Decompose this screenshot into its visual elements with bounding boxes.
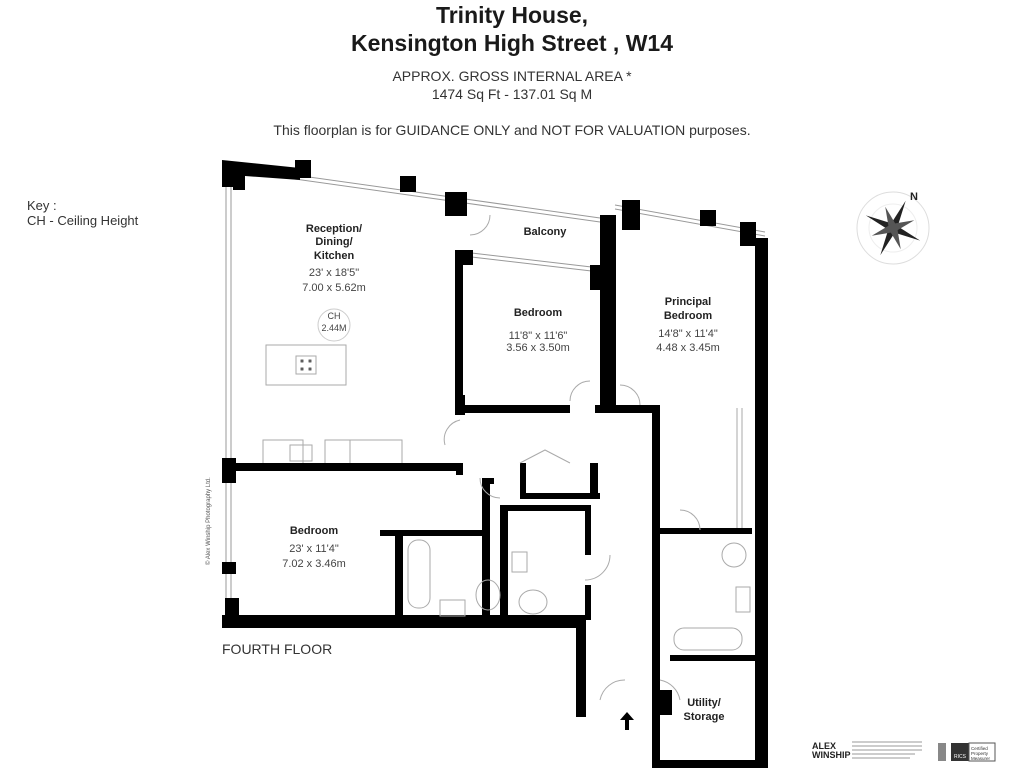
copyright-text: © Alex Winship Photography Ltd. — [206, 477, 212, 565]
area-label: APPROX. GROSS INTERNAL AREA * — [392, 68, 632, 84]
reception-name-1: Reception/ — [306, 223, 362, 235]
svg-text:Certified: Certified — [971, 746, 988, 751]
reception-imperial: 23' x 18'5" — [309, 267, 359, 279]
reception-metric: 7.00 x 5.62m — [302, 282, 366, 294]
utility-name-2: Storage — [684, 711, 725, 723]
bedroom2-imperial: 11'8" x 11'6" — [509, 330, 568, 342]
entrance-arrow-icon — [620, 712, 634, 730]
bedroom2-metric: 3.56 x 3.50m — [506, 342, 570, 354]
floor-label: FOURTH FLOOR — [222, 641, 333, 657]
title-line-2: Kensington High Street , W14 — [350, 30, 674, 56]
svg-text:WINSHIP: WINSHIP — [812, 750, 851, 760]
alex-winship-logo: ALEX WINSHIP — [812, 741, 851, 760]
rics-badge-org: RICS — [954, 754, 967, 760]
svg-text:Measurer: Measurer — [971, 756, 991, 761]
ch-label: CH — [328, 311, 341, 321]
disclaimer-fine-print — [852, 741, 922, 759]
reception-name-3: Kitchen — [314, 250, 355, 262]
principal-name-2: Bedroom — [664, 310, 713, 322]
compass-rose-icon: N — [856, 191, 930, 265]
key-title: Key : — [27, 198, 57, 213]
compass-north: N — [910, 191, 918, 203]
title-line-1: Trinity House, — [435, 2, 589, 28]
principal-name-1: Principal — [665, 296, 711, 308]
reception-name-2: Dining/ — [315, 236, 352, 248]
bedroom2-name: Bedroom — [514, 307, 563, 319]
rics-badge: RICS Certified Property Measurer — [938, 742, 996, 762]
principal-imperial: 14'8" x 11'4" — [658, 328, 718, 340]
ceiling-height-marker — [317, 308, 351, 342]
svg-text:ALEX: ALEX — [812, 741, 836, 751]
fixtures — [262, 214, 751, 701]
kitchen-island — [265, 344, 347, 386]
disclaimer: This floorplan is for GUIDANCE ONLY and … — [273, 122, 751, 138]
area-value: 1474 Sq Ft - 137.01 Sq M — [431, 86, 593, 102]
ch-value: 2.44M — [321, 323, 346, 333]
walls — [222, 160, 768, 768]
utility-name-1: Utility/ — [687, 697, 721, 709]
key-item: CH - Ceiling Height — [27, 213, 139, 228]
bedroom3-imperial: 23' x 11'4" — [289, 543, 339, 555]
svg-text:Property: Property — [971, 751, 989, 756]
balcony-name: Balcony — [524, 226, 568, 238]
bedroom3-name: Bedroom — [290, 525, 339, 537]
bedroom3-metric: 7.02 x 3.46m — [282, 558, 346, 570]
hob-icon — [295, 355, 317, 375]
principal-metric: 4.48 x 3.45m — [656, 342, 720, 354]
